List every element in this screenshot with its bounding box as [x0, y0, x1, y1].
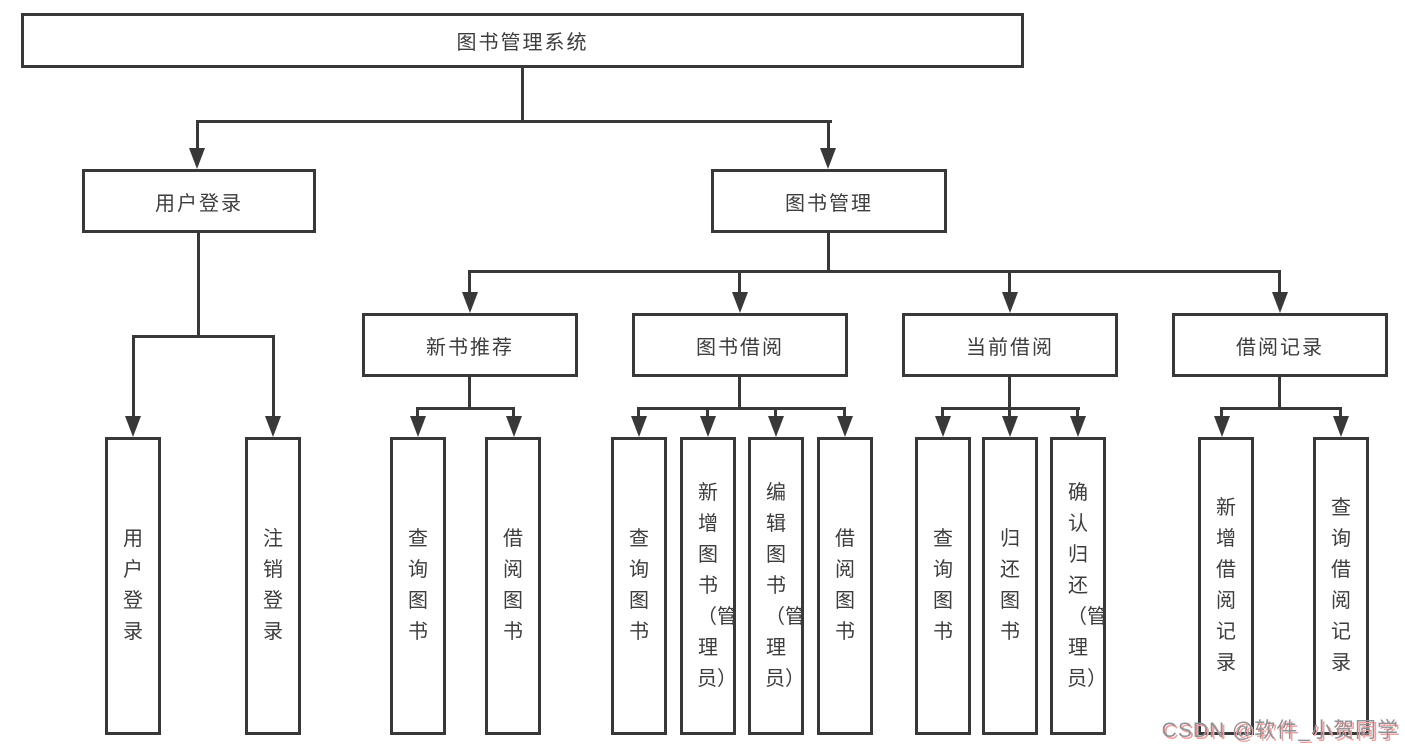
connector-line [197, 233, 200, 337]
node-label: 图书管理系统 [456, 32, 589, 54]
node-label: 当前借阅 [966, 336, 1054, 359]
node-label: 查询借阅记录 [1331, 497, 1351, 674]
node-label: 借阅图书 [503, 528, 523, 643]
node-label: 新书推荐 [426, 336, 514, 359]
node-add-borrow-record: 新增借阅记录 [1198, 437, 1254, 735]
arrowhead-icon [732, 292, 748, 313]
connector-line [1278, 270, 1281, 294]
node-label: 新增图书（管理员） [697, 481, 737, 690]
connector-line [637, 407, 640, 418]
arrowhead-icon [700, 416, 716, 437]
arrowhead-icon [189, 148, 205, 169]
node-label: 查询图书 [629, 528, 649, 643]
arrowhead-icon [820, 148, 836, 169]
arrowhead-icon [1333, 416, 1349, 437]
node-confirm-return-admin: 确认归还（管理员） [1050, 437, 1107, 735]
connector-line [1220, 407, 1342, 410]
connector-line [521, 68, 524, 120]
node-label: 图书借阅 [696, 336, 784, 359]
csdn-watermark: CSDN @软件_小贺同学 [1161, 719, 1399, 742]
connector-line [637, 407, 846, 410]
node-new-book-recommend: 新书推荐 [362, 313, 578, 377]
node-user-login: 用户登录 [82, 169, 316, 233]
connector-line [512, 407, 515, 418]
node-return-books: 归还图书 [982, 437, 1038, 735]
node-label: 确认归还（管理员） [1067, 481, 1107, 690]
connector-line [843, 407, 846, 418]
arrowhead-icon [935, 416, 951, 437]
node-label: 编辑图书（管理员） [765, 481, 805, 690]
arrowhead-icon [1070, 416, 1086, 437]
node-book-borrowing: 图书借阅 [632, 313, 848, 377]
node-query-books: 查询图书 [611, 437, 667, 735]
node-borrowing-records: 借阅记录 [1172, 313, 1388, 377]
node-label: 图书管理 [785, 192, 873, 215]
node-label: 查询图书 [408, 528, 428, 643]
arrowhead-icon [768, 416, 784, 437]
connector-line [132, 335, 275, 338]
arrowhead-icon [1002, 292, 1018, 313]
node-edit-books-admin: 编辑图书（管理员） [748, 437, 805, 735]
node-query-books-recommend: 查询图书 [390, 437, 446, 735]
arrowhead-icon [1214, 416, 1230, 437]
connector-line [706, 407, 709, 418]
node-query-books-current: 查询图书 [915, 437, 971, 735]
connector-line [1008, 270, 1011, 294]
connector-line [941, 407, 944, 418]
arrowhead-icon [462, 292, 478, 313]
node-borrow-books: 借阅图书 [817, 437, 873, 735]
arrowhead-icon [125, 416, 141, 437]
node-label: 用户登录 [123, 528, 143, 643]
node-current-borrowing: 当前借阅 [902, 313, 1118, 377]
node-book-management: 图书管理 [711, 169, 947, 233]
arrowhead-icon [1002, 416, 1018, 437]
connector-line [468, 270, 1281, 273]
connector-line [1339, 407, 1342, 418]
connector-line [774, 407, 777, 418]
node-query-borrow-record: 查询借阅记录 [1313, 437, 1369, 735]
arrowhead-icon [506, 416, 522, 437]
connector-line [1008, 377, 1011, 409]
arrowhead-icon [631, 416, 647, 437]
connector-line [1008, 407, 1011, 418]
node-label: 用户登录 [155, 192, 243, 215]
node-add-books-admin: 新增图书（管理员） [680, 437, 737, 735]
connector-line [738, 377, 741, 409]
connector-line [827, 233, 830, 272]
node-label: 新增借阅记录 [1216, 497, 1236, 674]
connector-line [1076, 407, 1079, 418]
arrowhead-icon [1272, 292, 1288, 313]
node-logout-action: 注销登录 [245, 437, 301, 735]
connector-line [1220, 407, 1223, 418]
connector-line [468, 377, 471, 409]
connector-line [196, 120, 199, 150]
node-library-management-system: 图书管理系统 [21, 13, 1024, 68]
node-label: 借阅图书 [835, 528, 855, 643]
connector-line [827, 120, 830, 150]
arrowhead-icon [265, 416, 281, 437]
arrowhead-icon [410, 416, 426, 437]
node-user-login-action: 用户登录 [105, 437, 161, 735]
connector-line [468, 270, 471, 294]
node-borrow-books-recommend: 借阅图书 [485, 437, 541, 735]
connector-line [272, 335, 275, 417]
connector-line [196, 120, 832, 123]
connector-line [1278, 377, 1281, 409]
connector-line [738, 270, 741, 294]
node-label: 归还图书 [1000, 528, 1020, 643]
node-label: 注销登录 [263, 528, 283, 643]
node-label: 查询图书 [933, 528, 953, 643]
connector-line [416, 407, 515, 410]
connector-line [416, 407, 419, 418]
connector-line [132, 335, 135, 417]
arrowhead-icon [837, 416, 853, 437]
node-label: 借阅记录 [1236, 336, 1324, 359]
